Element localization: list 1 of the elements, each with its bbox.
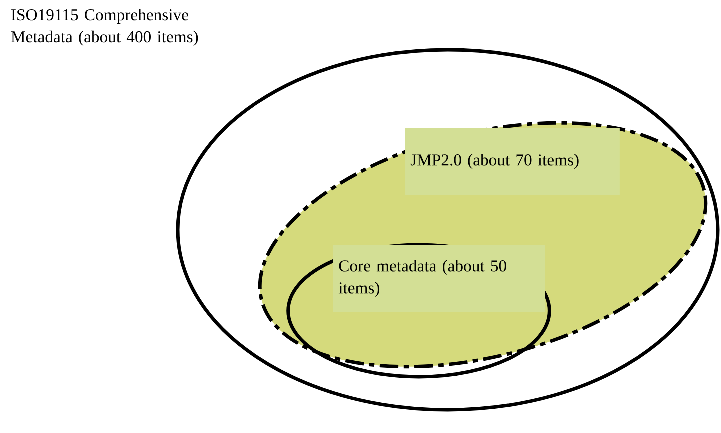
node-label: ISO19115 Comprehensive Metadata (about 400 items): [11, 8, 198, 46]
